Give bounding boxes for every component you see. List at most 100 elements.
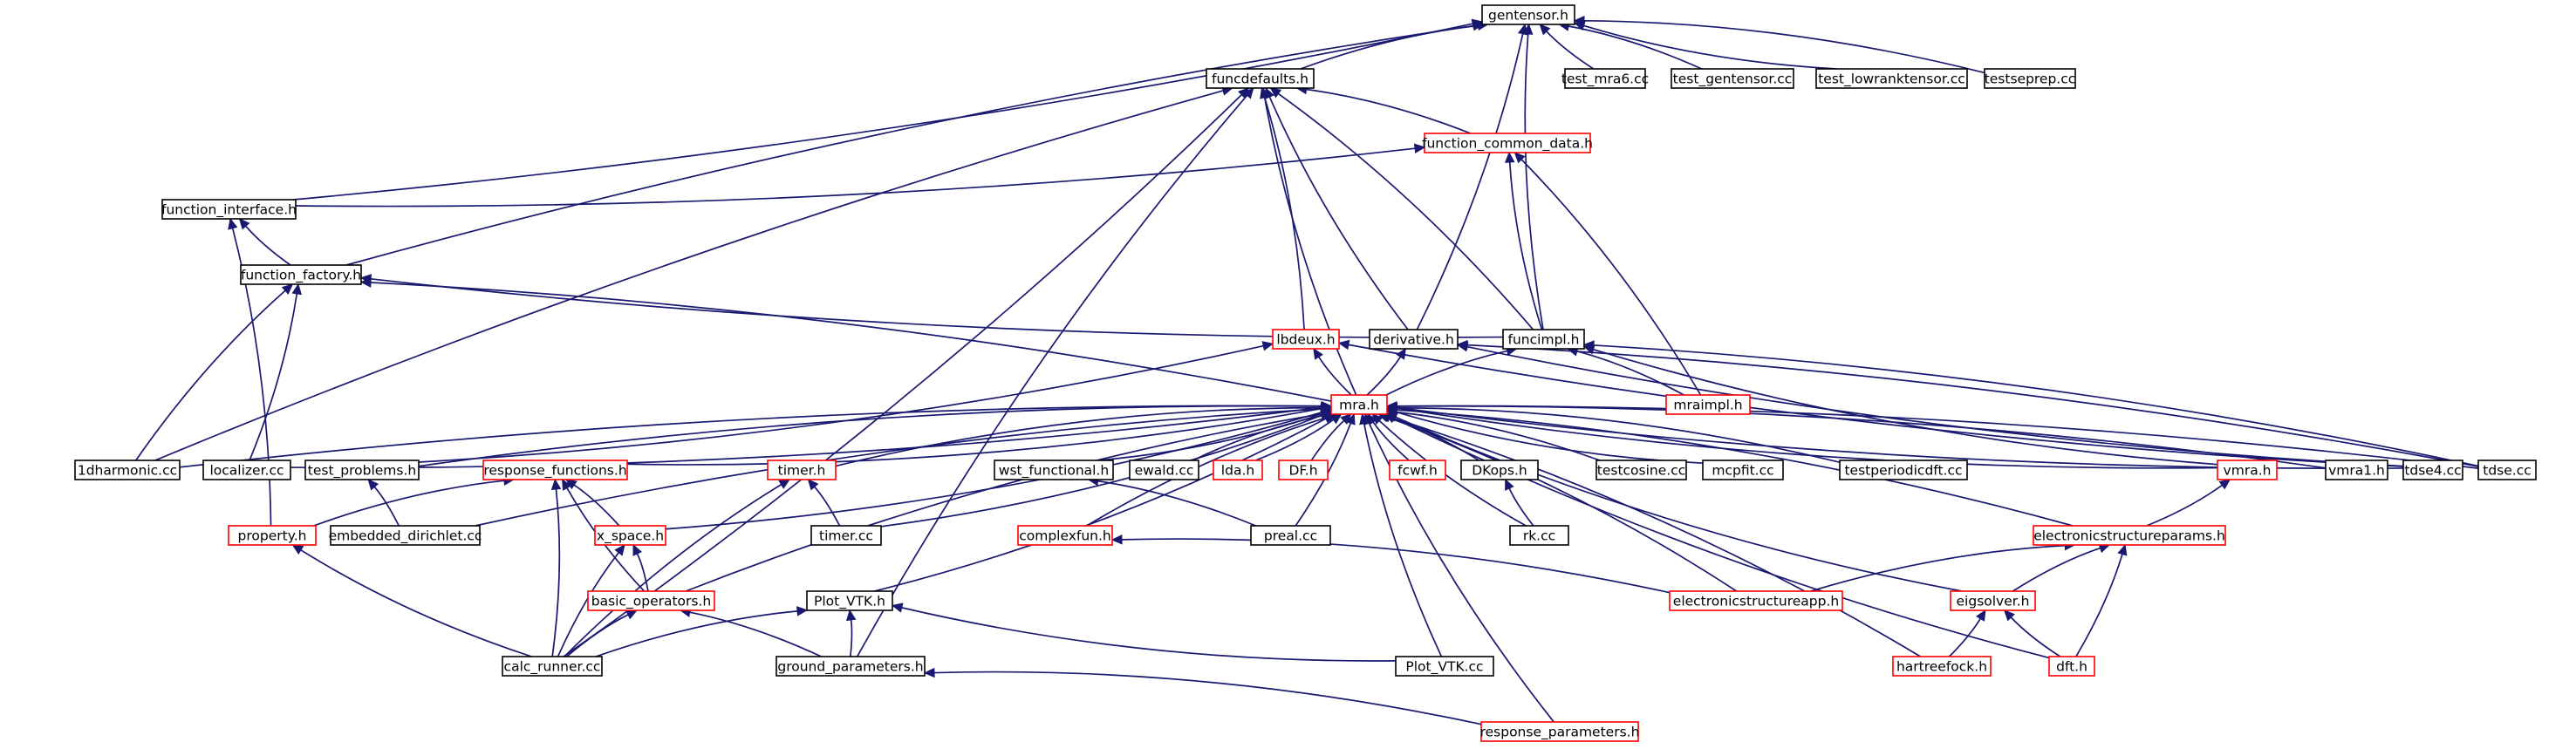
edge-line bbox=[1378, 419, 1527, 527]
node-lbdeux[interactable]: lbdeux.h bbox=[1272, 329, 1340, 350]
edge-line bbox=[1255, 419, 1335, 461]
node-label: electronicstructureparams.h bbox=[2033, 528, 2225, 544]
node-function_common_data[interactable]: function_common_data.h bbox=[1422, 133, 1593, 153]
node-function_factory[interactable]: function_factory.h bbox=[240, 264, 362, 285]
node-lda[interactable]: lda.h bbox=[1213, 460, 1263, 480]
arrowhead-icon bbox=[807, 479, 819, 491]
node-eigsolver[interactable]: eigsolver.h bbox=[1950, 590, 2036, 611]
node-label: function_interface.h bbox=[161, 202, 297, 219]
node-box bbox=[482, 460, 628, 480]
node-ground_parameters[interactable]: ground_parameters.h bbox=[776, 656, 926, 677]
edge-line bbox=[1568, 25, 1703, 70]
node-response_functions[interactable]: response_functions.h bbox=[482, 460, 628, 480]
edge-property-to-response_functions bbox=[313, 475, 516, 527]
node-DKops[interactable]: DKops.h bbox=[1460, 460, 1539, 480]
edge-line bbox=[135, 289, 286, 461]
node-label: x_space.h bbox=[597, 528, 664, 545]
node-box bbox=[1424, 133, 1591, 153]
node-plot_vtk_cc[interactable]: Plot_VTK.cc bbox=[1395, 656, 1494, 677]
node-label: tdse.cc bbox=[2483, 463, 2532, 479]
node-DF[interactable]: DF.h bbox=[1278, 460, 1329, 480]
node-fcwf[interactable]: fcwf.h bbox=[1389, 460, 1446, 480]
arrowhead-icon bbox=[778, 479, 791, 489]
node-box bbox=[228, 525, 317, 546]
node-funcimpl[interactable]: funcimpl.h bbox=[1502, 329, 1585, 350]
node-box bbox=[1272, 329, 1340, 350]
node-hartreefock[interactable]: hartreefock.h bbox=[1892, 656, 1992, 677]
node-box bbox=[502, 656, 603, 677]
node-testseprep[interactable]: testseprep.cc bbox=[1984, 68, 2076, 89]
node-box bbox=[2048, 656, 2095, 677]
node-1dharmonic[interactable]: 1dharmonic.cc bbox=[74, 460, 181, 480]
node-label: hartreefock.h bbox=[1896, 659, 1987, 675]
node-vmra1[interactable]: vmra1.h bbox=[2325, 460, 2388, 480]
edge-line bbox=[1192, 415, 1322, 461]
node-calc_runner[interactable]: calc_runner.cc bbox=[502, 656, 603, 677]
node-testperiodicdft[interactable]: testperiodicdft.cc bbox=[1839, 460, 1968, 480]
node-vmra_h[interactable]: vmra.h bbox=[2217, 460, 2278, 480]
node-box bbox=[1278, 460, 1329, 480]
edge-line bbox=[1593, 348, 2218, 466]
node-label: timer.cc bbox=[819, 528, 873, 544]
node-basic_operators[interactable]: basic_operators.h bbox=[587, 590, 715, 611]
edge-line bbox=[626, 407, 1322, 466]
node-complexfun[interactable]: complexfun.h bbox=[1017, 525, 1113, 546]
node-property[interactable]: property.h bbox=[228, 525, 317, 546]
node-box bbox=[1481, 4, 1575, 25]
node-mra[interactable]: mra.h bbox=[1330, 394, 1388, 415]
node-timer_cc[interactable]: timer.cc bbox=[810, 525, 882, 546]
node-function_interface[interactable]: function_interface.h bbox=[161, 199, 297, 220]
node-tdse[interactable]: tdse.cc bbox=[2477, 460, 2537, 480]
node-electronicstructureapp[interactable]: electronicstructureapp.h bbox=[1669, 590, 1843, 611]
node-label: test_problems.h bbox=[308, 463, 416, 480]
node-tdse4[interactable]: tdse4.cc bbox=[2402, 460, 2463, 480]
node-funcdefaults[interactable]: funcdefaults.h bbox=[1206, 68, 1315, 89]
edge-mra-to-funcdefaults bbox=[1260, 86, 1357, 396]
edge-electronicstructureapp-to-mra bbox=[1377, 412, 1738, 592]
edge-line bbox=[475, 408, 1322, 527]
node-label: function_common_data.h bbox=[1422, 136, 1593, 153]
node-dft[interactable]: dft.h bbox=[2048, 656, 2095, 677]
node-x_space[interactable]: x_space.h bbox=[594, 525, 666, 546]
node-label: mcpfit.cc bbox=[1712, 463, 1773, 479]
arrowhead-icon bbox=[923, 667, 935, 678]
edge-line bbox=[1466, 345, 2404, 467]
node-response_parameters[interactable]: response_parameters.h bbox=[1480, 721, 1640, 742]
node-box bbox=[1395, 656, 1494, 677]
arrowhead-icon bbox=[228, 217, 238, 230]
node-wst_functional[interactable]: wst_functional.h bbox=[994, 460, 1114, 480]
edge-tdse4-to-lbdeux bbox=[1337, 339, 2404, 467]
node-label: property.h bbox=[238, 528, 307, 544]
node-mcpfit[interactable]: mcpfit.cc bbox=[1702, 460, 1784, 480]
node-test_problems[interactable]: test_problems.h bbox=[304, 460, 420, 480]
node-label: wst_functional.h bbox=[999, 463, 1109, 480]
node-derivative[interactable]: derivative.h bbox=[1369, 329, 1459, 350]
edge-ground_parameters-to-funcdefaults bbox=[856, 87, 1254, 657]
node-test_mra6[interactable]: test_mra6.cc bbox=[1561, 68, 1649, 89]
node-box bbox=[587, 590, 715, 611]
edge-funcimpl-to-function_factory bbox=[359, 274, 1504, 338]
node-test_gentensor[interactable]: test_gentensor.cc bbox=[1671, 68, 1794, 89]
node-ewald[interactable]: ewald.cc bbox=[1129, 460, 1199, 480]
node-label: funcdefaults.h bbox=[1212, 71, 1308, 87]
node-plot_vtk_h[interactable]: Plot_VTK.h bbox=[806, 590, 893, 611]
node-timer_h[interactable]: timer.h bbox=[767, 460, 837, 480]
arrowhead-icon bbox=[1504, 151, 1515, 163]
edge-line bbox=[292, 23, 1473, 201]
edge-eigsolver-to-electronicstructureparams bbox=[2012, 543, 2111, 592]
arrowhead-icon bbox=[2218, 479, 2231, 490]
node-embedded_dirichlet[interactable]: embedded_dirichlet.cc bbox=[329, 525, 482, 546]
node-test_lowranktensor[interactable]: test_lowranktensor.cc bbox=[1815, 68, 1968, 89]
edge-funcimpl-to-funcdefaults bbox=[1269, 87, 1534, 330]
node-testcosine[interactable]: testcosine.cc bbox=[1595, 460, 1687, 480]
node-electronicstructureparams[interactable]: electronicstructureparams.h bbox=[2033, 525, 2226, 546]
node-mraimpl[interactable]: mraimpl.h bbox=[1665, 394, 1751, 415]
node-gentensor[interactable]: gentensor.h bbox=[1481, 4, 1575, 25]
node-localizer[interactable]: localizer.cc bbox=[202, 460, 291, 480]
arrowhead-icon bbox=[1384, 413, 1397, 424]
arrowhead-icon bbox=[2117, 543, 2128, 556]
node-rk[interactable]: rk.cc bbox=[1509, 525, 1569, 546]
edge-line bbox=[1310, 419, 1345, 461]
edge-line bbox=[689, 611, 822, 657]
node-preal[interactable]: preal.cc bbox=[1250, 525, 1331, 546]
